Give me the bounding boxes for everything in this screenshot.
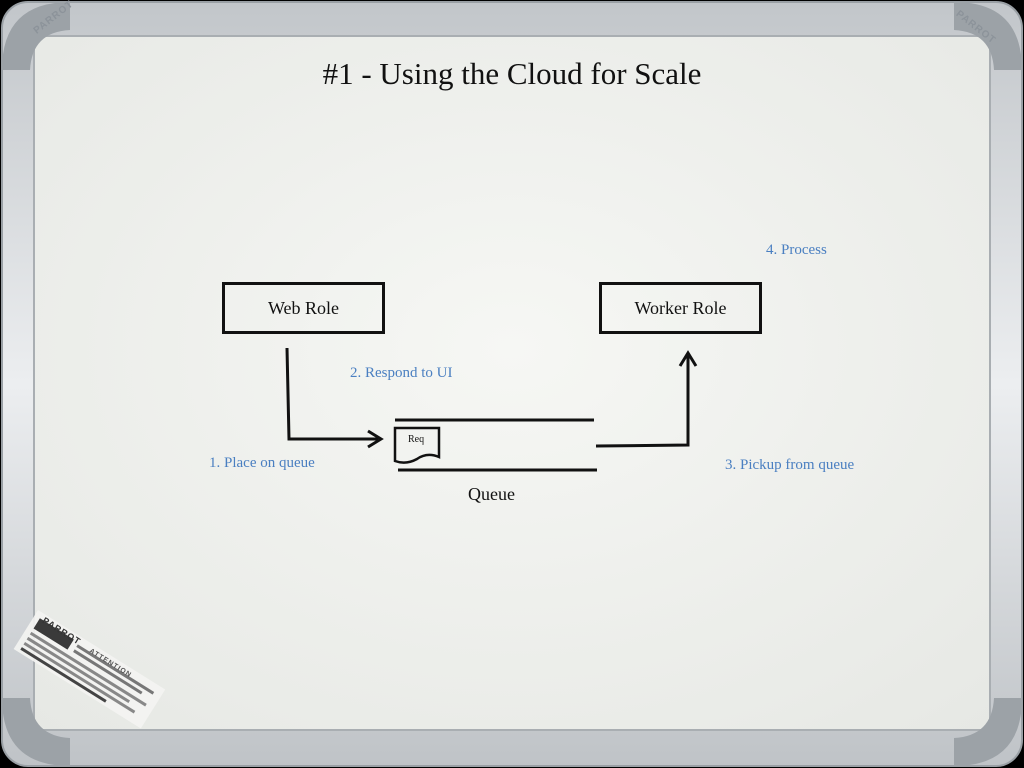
corner-cap-top-right — [954, 2, 1022, 70]
step-respond-to-ui: 2. Respond to UI — [350, 365, 453, 381]
corner-cap-bottom-left — [2, 698, 70, 766]
place-on-queue-arrowhead — [367, 429, 384, 449]
pickup-from-queue-arrowhead — [678, 350, 698, 367]
manufacturer-sticker — [13, 610, 166, 729]
queue-label: Queue — [468, 484, 515, 504]
step-process: 4. Process — [766, 242, 827, 258]
pickup-from-queue-arrow — [595, 356, 690, 448]
web-role-box: Web Role — [222, 282, 385, 334]
req-label: Req — [408, 434, 425, 445]
step-place-on-queue: 1. Place on queue — [209, 455, 315, 471]
corner-cap-top-left — [2, 2, 70, 70]
step-pickup-from-queue: 3. Pickup from queue — [725, 457, 855, 473]
corner-cap-bottom-right — [954, 698, 1022, 766]
req-message-shape — [393, 426, 441, 464]
place-on-queue-arrow — [285, 347, 378, 441]
slide-title: #1 - Using the Cloud for Scale — [322, 56, 702, 91]
worker-role-box: Worker Role — [599, 282, 762, 334]
